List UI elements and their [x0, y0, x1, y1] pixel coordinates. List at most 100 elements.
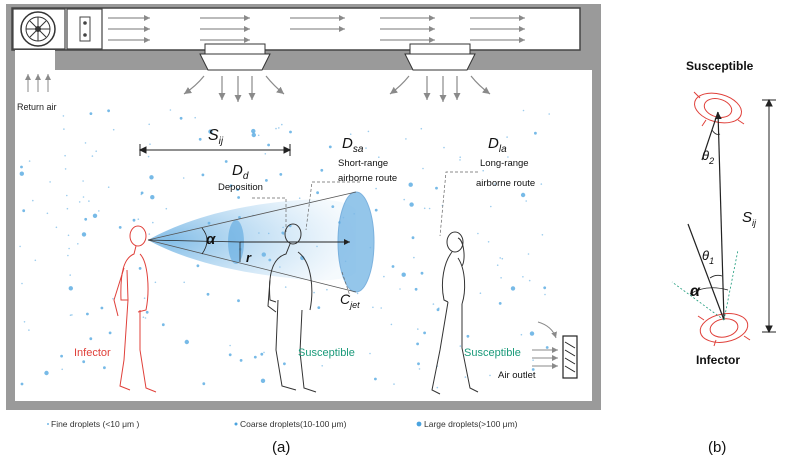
- droplet: [95, 150, 97, 152]
- droplet: [64, 168, 67, 170]
- droplet: [100, 306, 104, 310]
- droplet: [428, 207, 431, 210]
- droplet: [479, 292, 482, 295]
- legend-large-label: Large droplets(>100 μm): [424, 419, 518, 429]
- duct-flow-arrows: [108, 15, 525, 43]
- droplet: [68, 286, 74, 291]
- droplet: [91, 155, 94, 157]
- droplet: [140, 191, 144, 195]
- droplet: [436, 308, 440, 312]
- cone-left-dotted: [671, 281, 725, 321]
- droplet: [201, 173, 205, 177]
- short-range-label-1: Short-range: [338, 158, 388, 169]
- droplet: [49, 181, 51, 183]
- legend-coarse-label: Coarse droplets(10-100 μm): [240, 419, 347, 429]
- droplet: [251, 128, 256, 134]
- droplet: [67, 234, 70, 237]
- droplet: [182, 177, 185, 179]
- air-handler-unit-icon: [66, 8, 103, 50]
- droplet: [399, 288, 401, 290]
- alpha-arc-b: [689, 287, 729, 295]
- droplet: [520, 192, 526, 198]
- long-range-label-1: Long-range: [480, 158, 529, 169]
- droplet: [149, 143, 151, 145]
- droplet: [281, 123, 283, 126]
- droplet: [432, 303, 435, 305]
- supply-air-arrows: [183, 75, 491, 102]
- droplet: [367, 130, 370, 133]
- droplet: [391, 265, 395, 268]
- droplet: [369, 352, 371, 355]
- outlet-arrows: [532, 321, 558, 369]
- droplet: [236, 188, 240, 192]
- c-jet-label: Cjet: [340, 291, 360, 310]
- droplet: [208, 129, 213, 134]
- droplet: [422, 167, 424, 170]
- infector-figure: [113, 225, 157, 393]
- droplet: [501, 257, 504, 260]
- droplet: [257, 134, 260, 137]
- droplet: [21, 282, 23, 285]
- droplet: [489, 374, 491, 377]
- cone-upper-edge: [147, 191, 357, 241]
- droplet: [326, 288, 328, 291]
- r-label: r: [246, 250, 252, 265]
- droplet: [152, 221, 154, 224]
- droplet: [251, 132, 256, 138]
- alpha-label-a: α: [206, 231, 216, 248]
- legend: Fine droplets (<10 μm ) Coarse droplets(…: [47, 419, 518, 429]
- legend-fine-marker: [47, 423, 49, 425]
- droplet: [84, 142, 87, 144]
- droplet: [374, 377, 377, 381]
- droplet: [19, 245, 21, 248]
- droplet: [435, 186, 438, 190]
- droplet: [229, 344, 231, 347]
- droplet: [316, 191, 319, 195]
- droplet: [540, 183, 543, 185]
- droplet: [544, 293, 546, 296]
- droplet: [22, 209, 26, 213]
- droplet: [140, 193, 143, 196]
- droplet: [67, 254, 69, 257]
- droplet: [378, 156, 380, 158]
- droplet: [532, 359, 534, 362]
- droplet: [506, 136, 508, 138]
- droplet: [179, 116, 183, 120]
- droplet: [265, 179, 268, 182]
- droplet: [466, 334, 470, 338]
- droplet: [264, 153, 267, 155]
- legend-large-marker: [416, 421, 422, 427]
- droplet: [383, 275, 385, 278]
- droplet: [413, 256, 415, 259]
- droplet: [349, 133, 352, 135]
- droplet: [423, 207, 426, 210]
- droplet: [98, 210, 100, 212]
- droplet: [275, 127, 277, 130]
- legend-coarse-marker: [234, 422, 238, 426]
- droplet: [321, 365, 324, 367]
- s-ij-dimension-b: [762, 98, 776, 334]
- droplet: [417, 362, 420, 366]
- droplet: [459, 345, 462, 347]
- droplet: [69, 314, 72, 317]
- droplet: [169, 109, 172, 111]
- d-la-label: Dla: [488, 135, 507, 155]
- exhaled-spray-cloud: [148, 199, 356, 281]
- droplet: [86, 312, 89, 316]
- return-air-label: Return air: [17, 102, 57, 112]
- droplet: [411, 236, 415, 240]
- droplet: [138, 267, 142, 270]
- droplet: [409, 202, 414, 207]
- droplet: [23, 321, 26, 323]
- susceptible-1-figure: [267, 223, 317, 393]
- air-outlet-label: Air outlet: [498, 370, 536, 381]
- susceptible-label-2: Susceptible: [464, 347, 521, 359]
- ceiling-diffuser-left: [199, 43, 271, 71]
- droplet: [198, 137, 202, 141]
- droplet: [393, 383, 395, 385]
- droplet: [144, 317, 147, 319]
- droplet: [132, 218, 136, 222]
- droplet: [260, 378, 266, 383]
- panel-b: Susceptible θ2 θ1 α Sij Infect: [671, 59, 776, 456]
- susceptible-label-1: Susceptible: [298, 347, 355, 359]
